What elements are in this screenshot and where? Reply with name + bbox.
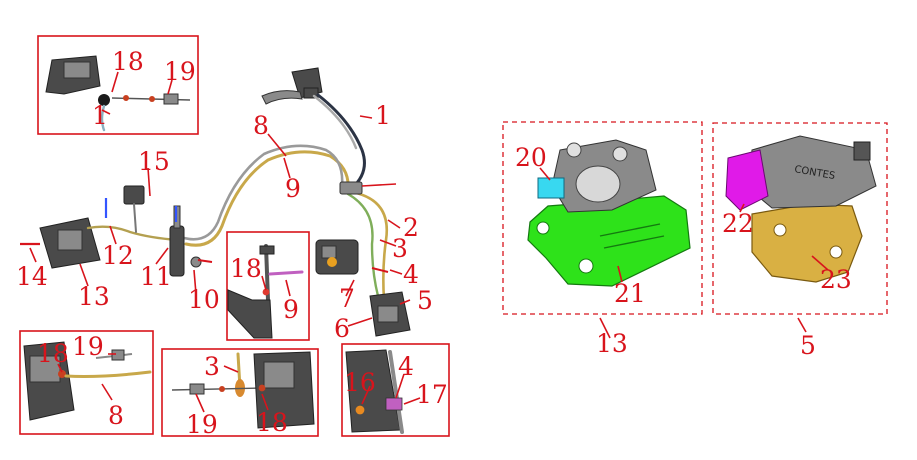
callout-9: 9	[285, 174, 301, 203]
callout-8: 8	[253, 111, 269, 140]
inset-caliper-bracket-detail	[341, 343, 450, 437]
callout-19: 19	[72, 332, 104, 361]
callout-14: 14	[16, 262, 48, 291]
callout-10: 10	[188, 285, 220, 314]
callout-9: 9	[283, 295, 299, 324]
callout-23: 23	[820, 265, 852, 294]
callout-19: 19	[164, 57, 196, 86]
abs-unit	[315, 239, 359, 275]
callout-17: 17	[416, 380, 448, 409]
callout-11: 11	[140, 262, 172, 291]
callout-5: 5	[417, 286, 433, 315]
inset-rear-caliper-detail	[19, 330, 154, 435]
callout-21: 21	[614, 279, 646, 308]
callout-18: 18	[112, 47, 144, 76]
callout-18: 18	[37, 339, 69, 368]
callout-19: 19	[186, 410, 218, 439]
caliper-assembly-13	[502, 121, 703, 315]
callout-12: 12	[102, 241, 134, 270]
callout-4: 4	[403, 260, 419, 289]
callout-6: 6	[334, 314, 350, 343]
callout-8: 8	[108, 401, 124, 430]
front-master-cylinder	[261, 67, 323, 105]
inset-master-cylinder-detail	[37, 35, 199, 135]
main-assembly	[20, 67, 411, 337]
callout-7: 7	[339, 284, 355, 313]
cyan-piston	[537, 177, 565, 199]
inset-front-caliper-detail	[161, 348, 319, 437]
callout-3: 3	[392, 234, 408, 263]
front-caliper-small	[369, 291, 411, 337]
front-brake-hose	[316, 93, 366, 190]
callout-18: 18	[230, 254, 262, 283]
callout-2: 2	[403, 213, 419, 242]
callout-3: 3	[204, 352, 220, 381]
callout-20: 20	[515, 143, 547, 172]
callout-16: 16	[344, 368, 376, 397]
magenta-seal	[725, 149, 769, 211]
callout-4: 4	[398, 352, 414, 381]
callout-1: 1	[375, 101, 391, 130]
caliper-assembly-5: CONTES	[712, 122, 888, 315]
callout-22: 22	[722, 209, 754, 238]
banjo-bolts	[20, 198, 389, 273]
rear-brake-hose-gold	[184, 150, 350, 247]
callout-13: 13	[78, 282, 110, 311]
callout-13: 13	[596, 329, 628, 358]
rear-caliper-left	[39, 217, 180, 269]
callout-15: 15	[138, 147, 170, 176]
inset-hose-joint-detail	[226, 231, 310, 341]
hose-splitter	[339, 181, 363, 195]
callout-1: 1	[92, 101, 108, 130]
callout-5: 5	[800, 331, 816, 360]
callout-18: 18	[256, 408, 288, 437]
